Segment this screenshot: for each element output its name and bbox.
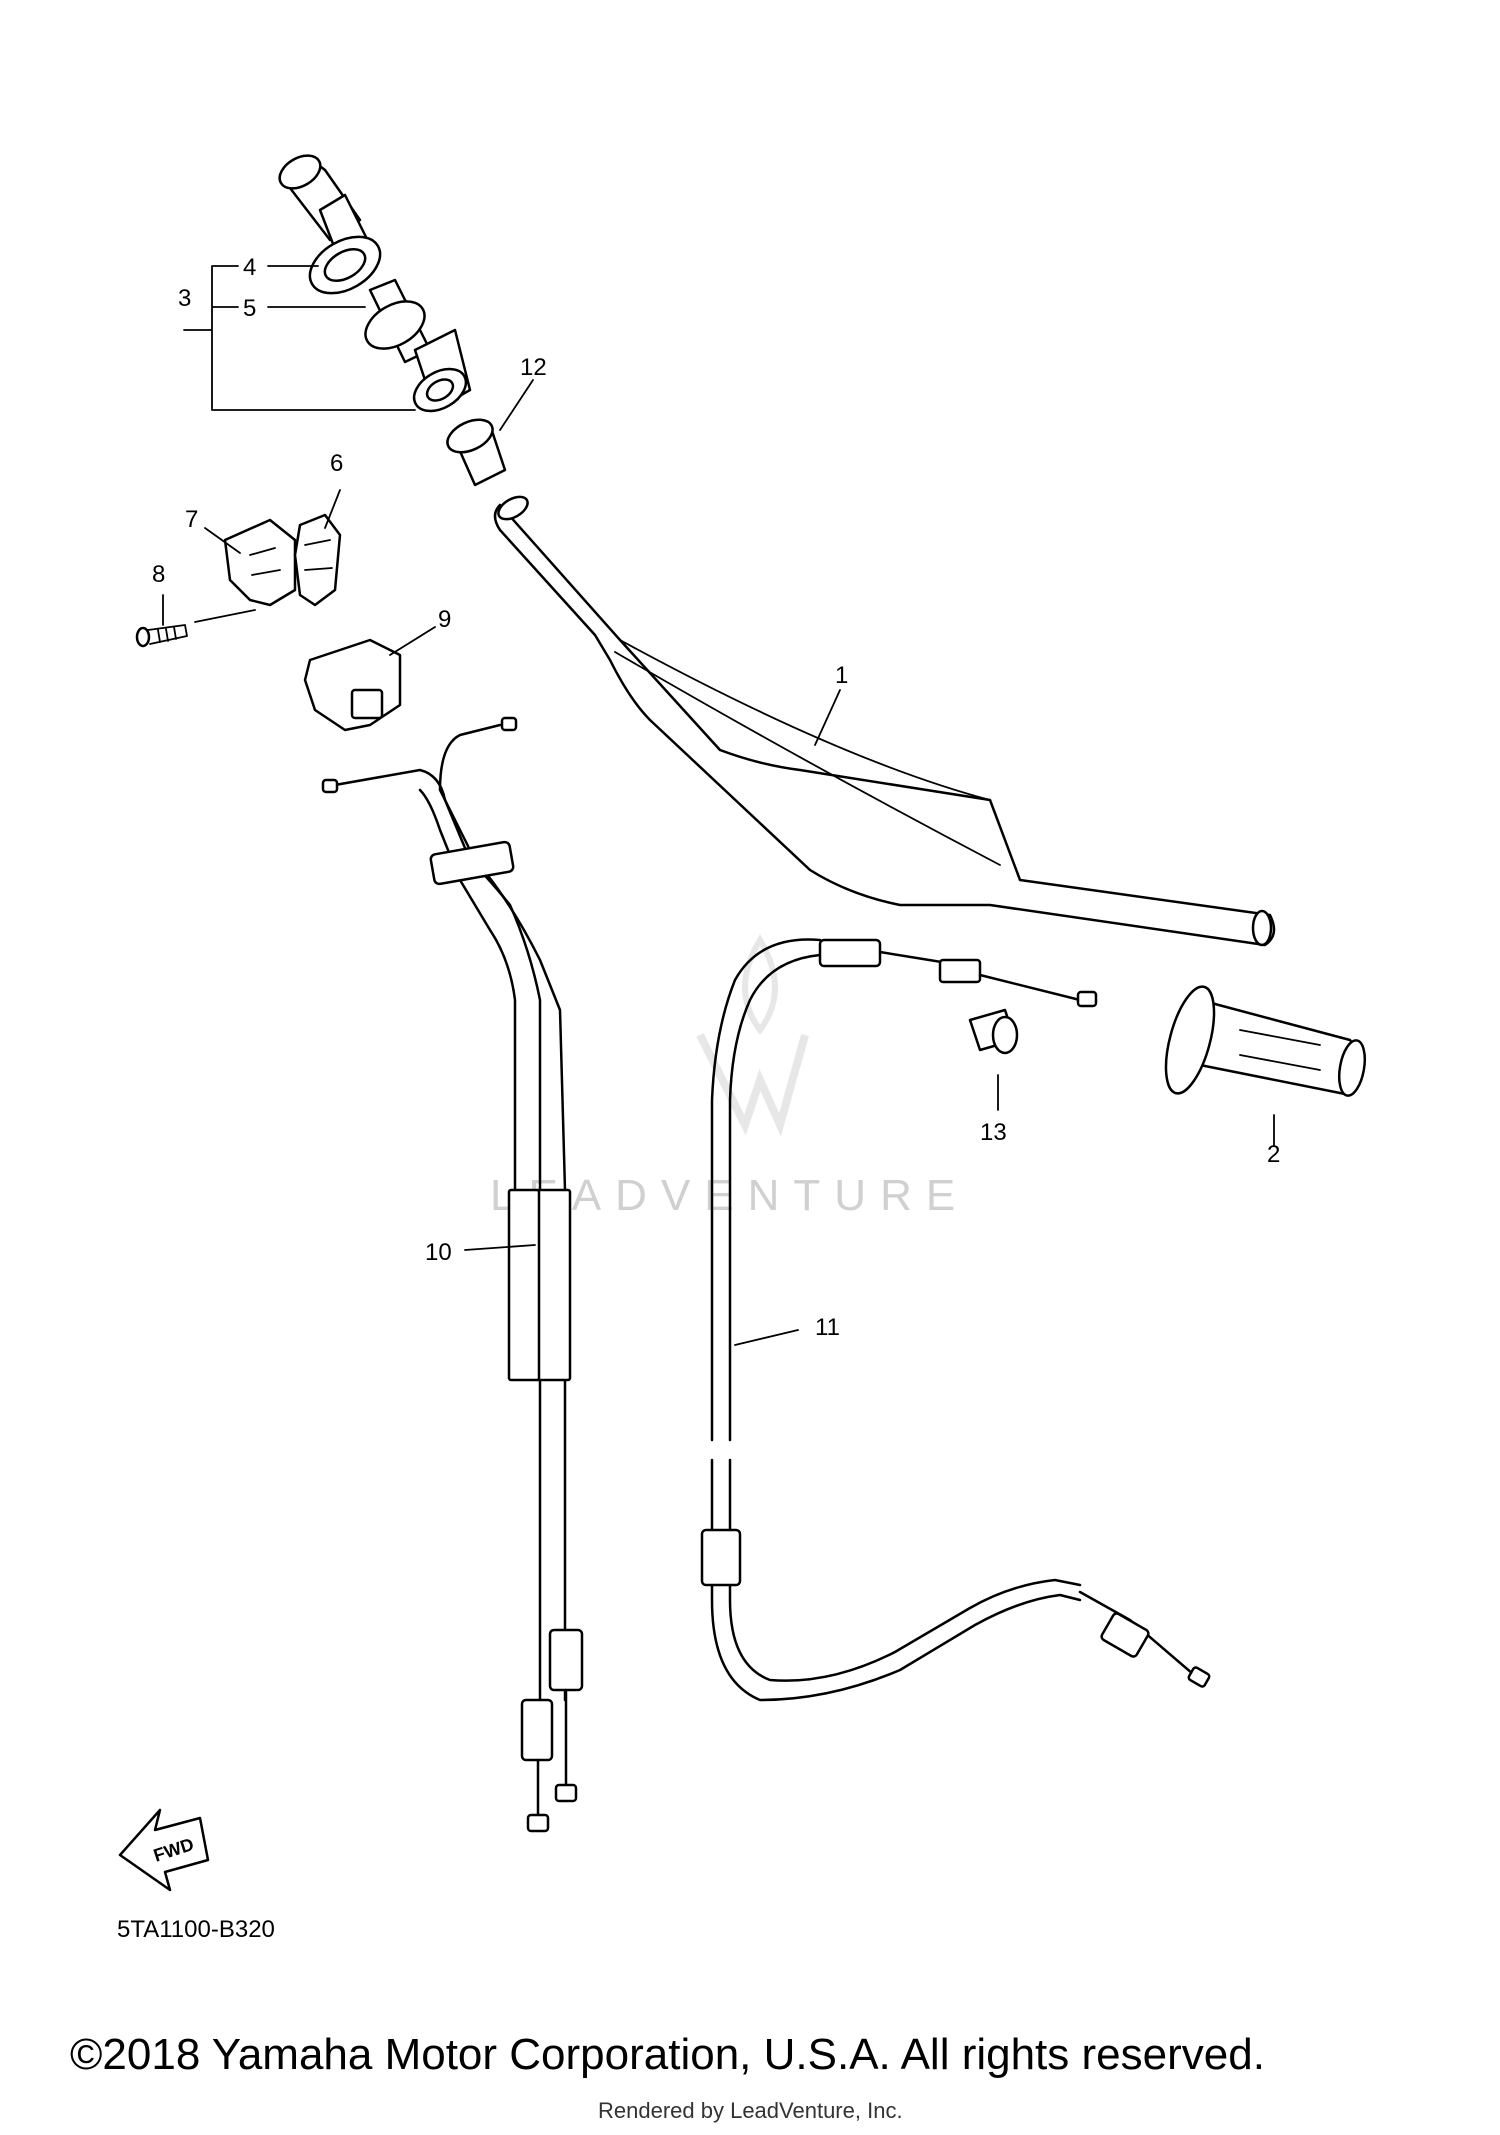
diagram-code: 5TA1100-B320 — [117, 1916, 275, 1943]
rendered-by-text: Rendered by LeadVenture, Inc. — [598, 2098, 903, 2123]
callout-11: 11 — [815, 1314, 840, 1341]
collar[interactable] — [442, 413, 507, 487]
callout-3: 3 — [178, 285, 191, 312]
left-grip-assembly[interactable] — [274, 149, 473, 420]
callout-10: 10 — [425, 1239, 452, 1266]
callout-5: 5 — [243, 295, 256, 322]
callout-1: 1 — [835, 662, 848, 689]
screw[interactable] — [135, 624, 188, 648]
throttle-housing-upper[interactable] — [223, 518, 297, 607]
assembly-bracket — [183, 265, 416, 411]
callout-4: 4 — [243, 254, 256, 281]
clutch-cable[interactable] — [700, 938, 1211, 1702]
callout-9: 9 — [438, 606, 451, 633]
handlebar[interactable] — [493, 492, 1276, 947]
cable-adjuster[interactable] — [968, 1008, 1019, 1055]
callout-12: 12 — [520, 354, 547, 381]
callout-2: 2 — [1267, 1141, 1280, 1168]
throttle-housing-lower[interactable] — [293, 513, 342, 607]
watermark-logo — [696, 934, 809, 1137]
throttle-cables[interactable] — [321, 716, 584, 1833]
callout-7: 7 — [185, 506, 198, 533]
throttle-cover[interactable] — [303, 638, 402, 732]
right-grip[interactable] — [1156, 982, 1368, 1099]
callout-13: 13 — [980, 1119, 1007, 1146]
callout-6: 6 — [330, 450, 343, 477]
callout-8: 8 — [152, 561, 165, 588]
fwd-arrow: FWD — [118, 1808, 210, 1892]
copyright-text: ©2018 Yamaha Motor Corporation, U.S.A. A… — [70, 2030, 1265, 2079]
leader-lines — [162, 265, 1275, 1346]
